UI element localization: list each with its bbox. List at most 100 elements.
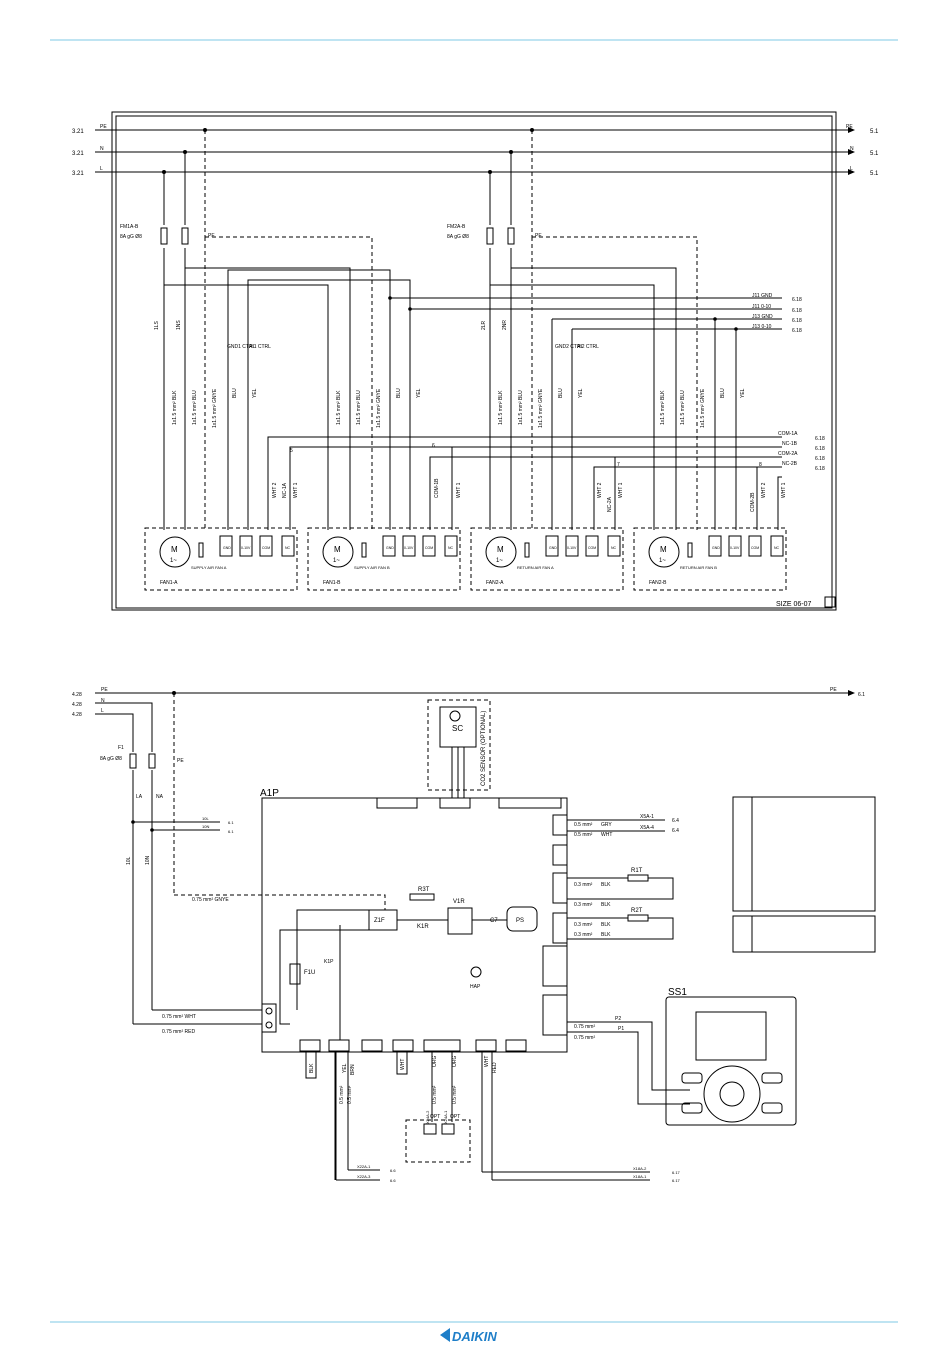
fan-desc-2b: RETURN AIR FAN B [680, 565, 717, 570]
com-ref-0: 6.18 [815, 436, 825, 442]
remote-dial[interactable] [703, 1065, 761, 1123]
sig-ref-2: 6.18 [792, 318, 802, 324]
ss-pin-p1: P1 [618, 1026, 624, 1032]
remote-btn-tr[interactable] [761, 1072, 783, 1084]
signal-output-labels: J11 GND J11 0-10 J13 GND J13 0-10 6.18 6… [752, 293, 802, 334]
sensor-id: SC [452, 724, 463, 733]
bus-label-l: L [100, 166, 103, 172]
gnye-label: 0.75 mm² GNYE [192, 897, 229, 903]
com-ref-1: 6.18 [815, 446, 825, 452]
bottom-connectors [299, 1039, 527, 1052]
controller-wiring-section: 4.28 4.28 4.28 PE N L PE 6.1 F1 8A gG Ø8… [72, 687, 876, 1183]
out-ref-x22a3: 6.6 [390, 1178, 396, 1183]
out-ref-x18a1: 6.17 [672, 1178, 681, 1183]
b-ref-l: 4.28 [72, 712, 82, 718]
rc-0: X5A-1 [640, 814, 654, 820]
fan-box-1b: M 1~ FAN1-B SUPPLY AIR FAN B GND 0-10V C… [307, 527, 461, 591]
ss-wire-0: 0.75 mm² [574, 1024, 595, 1030]
tag-la: LA [136, 794, 143, 800]
b-ref-n: 4.28 [72, 702, 82, 708]
wht1-3: WHT 1 [618, 482, 624, 498]
bus-ref-pe-right: 5.1 [870, 129, 879, 135]
comp-c7: C7 [490, 918, 498, 924]
motor-phase-3: 1~ [496, 558, 503, 564]
comp-r3t: R3T [418, 887, 430, 893]
thermistor-r2t: R2T [631, 908, 643, 914]
bc-org2: ORG [452, 1056, 458, 1068]
fan-desc-1a: SUPPLY AIR FAN A [191, 565, 227, 570]
wire-1ns: 1NS [176, 320, 182, 330]
bus-ref-n-right: 5.1 [870, 151, 879, 157]
com-out-3: NC-2B [782, 461, 798, 467]
term-nc-4: NC [774, 546, 780, 550]
color-blu-2: BLU [396, 388, 402, 398]
rw-3-color: BLK [601, 902, 611, 908]
bus-ref-l-right: 5.1 [870, 171, 879, 177]
wire-2nr: 2NR [502, 320, 508, 330]
board-label: A1P [260, 788, 279, 799]
fan-desc-2a: RETURN AIR FAN A [517, 565, 554, 570]
fan-desc-1b: SUPPLY AIR FAN B [354, 565, 390, 570]
ctrl-num-8: 8 [759, 462, 762, 468]
out-10n: 10N [202, 824, 209, 829]
rc-1: X5A-4 [640, 825, 654, 831]
right-connectors [542, 814, 568, 1036]
motor-phase-1: 1~ [170, 558, 177, 564]
b-bus-pe: PE [101, 687, 108, 693]
top-frame-inner [115, 115, 833, 609]
term-nc-3: NC [611, 546, 617, 550]
bus-ref-pe: 3.21 [72, 129, 84, 135]
wht2-1: WHT 2 [272, 482, 278, 498]
ctrl-label-gnd1: GND1 CTRL [227, 344, 256, 350]
out-ref-1: 6.1 [228, 820, 234, 825]
b-bus-l: L [101, 708, 104, 714]
remote-btn-br[interactable] [761, 1102, 783, 1114]
rw-5: 0.3 mm² [574, 932, 593, 938]
term-gnd-2: GND [386, 546, 394, 550]
tag-na: NA [156, 794, 164, 800]
com-2b: COM-2B [750, 492, 756, 512]
rw-0: 0.5 mm² [574, 822, 593, 828]
term-gnd-4: GND [712, 546, 720, 550]
bus-label-pe: PE [100, 124, 107, 130]
out-x18a1: X18A-1 [633, 1174, 647, 1179]
wire-2lr: 2LR [481, 320, 487, 330]
remote-controller [665, 996, 797, 1126]
term-com-2: COM [425, 546, 433, 550]
ctrl-num-5: 5 [290, 448, 293, 454]
ss-wire-1: 0.75 mm² [574, 1035, 595, 1041]
fan-box-2a: M 1~ FAN2-A RETURN AIR FAN A GND 0-10V C… [470, 527, 624, 591]
b-ref-right: 6.1 [858, 692, 865, 698]
fan-wiring-section: 3.21 3.21 3.21 PE N L PE N L 5.1 5.1 5.1… [72, 111, 879, 611]
breaker1-rating: 8A gG Ø8 [120, 234, 142, 240]
color-blu-3: BLU [558, 388, 564, 398]
sig-out-1: J11 0-10 [752, 304, 771, 310]
bc-org1: ORG [432, 1056, 438, 1068]
wht1-4: WHT 1 [781, 482, 787, 498]
remote-btn-tl[interactable] [681, 1072, 703, 1084]
term-010-2: 0-10V [404, 546, 414, 550]
spec-gnye-2: 1x1.5 mm² GNYE [376, 388, 382, 428]
spec-gnye-1: 1x1.5 mm² GNYE [212, 388, 218, 428]
size-label: SIZE 06-07 [776, 601, 812, 608]
comp-f1u: F1U [304, 970, 315, 976]
comp-z1f: Z1F [374, 918, 385, 924]
b-ref-pe: 4.28 [72, 692, 82, 698]
bus-label-n-right: N [850, 146, 854, 152]
wht1-1: WHT 1 [293, 482, 299, 498]
fuse-rating: 8A gG Ø8 [100, 756, 122, 762]
color-yel-3: YEL [578, 388, 584, 398]
sensor-label: CO2 SENSOR (OPTIONAL) [481, 711, 487, 786]
bs-1: 0.5 mm² [347, 1085, 353, 1104]
pe-tag-2: PE [535, 233, 542, 239]
side-10l: 10L [126, 856, 132, 865]
comp-k1p: K1P [324, 959, 334, 965]
wht2-3: WHT 2 [597, 482, 603, 498]
remote-btn-bl[interactable] [681, 1102, 703, 1114]
breaker1-name: FM1A-B [120, 224, 139, 230]
thermistor-r1t: R1T [631, 868, 643, 874]
term-com-3: COM [588, 546, 596, 550]
com-output-labels: COM-1A NC-1B COM-2A NC-2B 6.18 6.18 6.18… [778, 431, 825, 472]
wht2-4: WHT 2 [761, 482, 767, 498]
bc-blk: BLK [309, 1063, 315, 1073]
